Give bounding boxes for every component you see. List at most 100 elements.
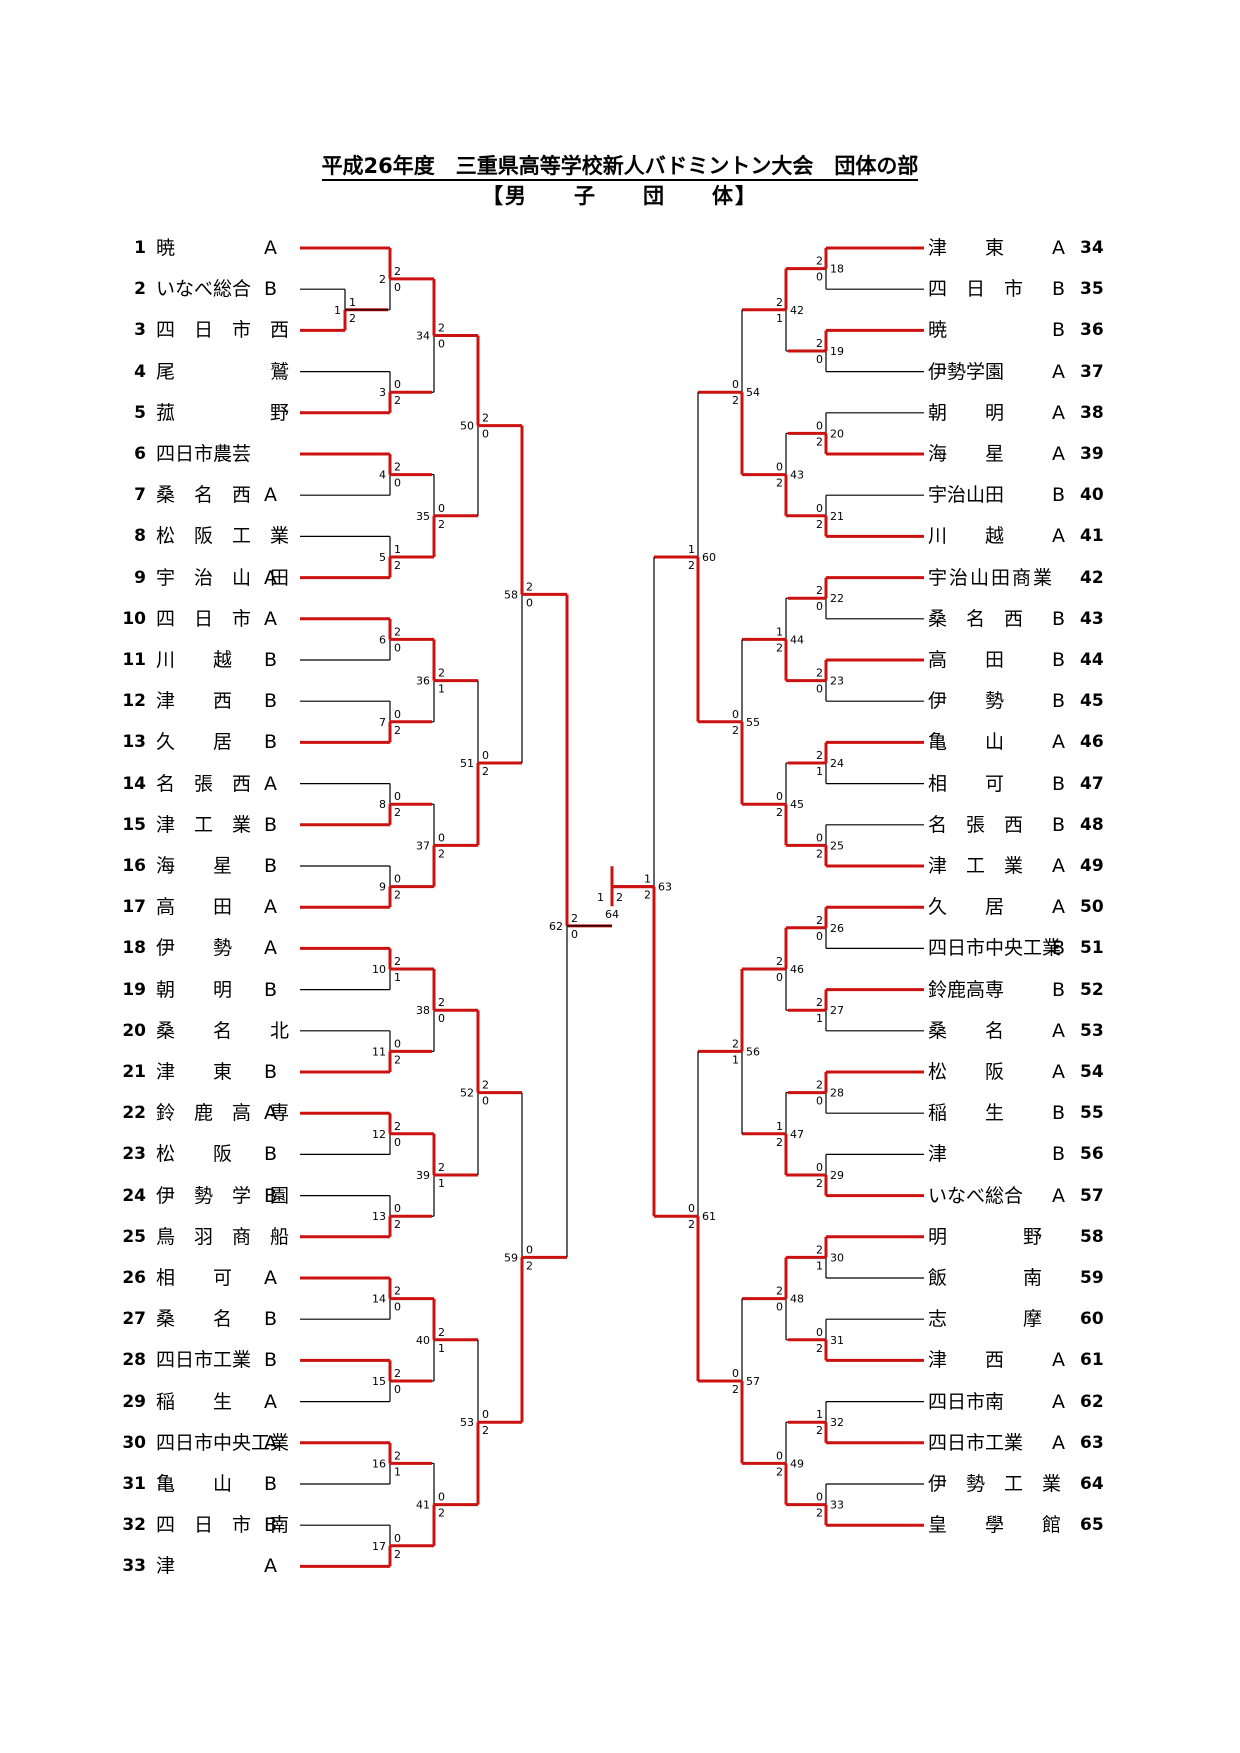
- match-number: 13: [372, 1210, 386, 1223]
- match-score-bottom: 2: [394, 724, 401, 737]
- match-score-top: 0: [482, 1408, 489, 1421]
- match-score-bottom: 2: [816, 847, 823, 860]
- seed-number: 64: [1080, 1474, 1104, 1494]
- match-score-top: 2: [482, 1079, 489, 1092]
- seed-number: 11: [122, 650, 146, 670]
- match-score-bottom: 2: [482, 765, 489, 778]
- match-score-bottom: 1: [816, 1259, 823, 1272]
- seed-number: 31: [122, 1474, 146, 1494]
- match-score-top: 2: [394, 1285, 401, 1298]
- match-score-bottom: 2: [349, 312, 356, 325]
- team-suffix: A: [264, 1431, 277, 1454]
- seed-number: 16: [122, 856, 146, 876]
- team-name: 四 日 市: [156, 607, 252, 630]
- team-suffix: A: [264, 1102, 277, 1125]
- match-number: 57: [746, 1375, 760, 1388]
- match-score-bottom: 2: [482, 1424, 489, 1437]
- match-score-bottom: 2: [438, 1507, 445, 1520]
- match-score-bottom: 2: [394, 806, 401, 819]
- team-name: 亀 山: [928, 731, 1005, 754]
- match-number: 18: [830, 263, 844, 276]
- team-suffix: B: [1052, 772, 1066, 795]
- team-suffix: B: [1052, 319, 1066, 342]
- match-score-bottom: 1: [394, 971, 401, 984]
- match-number: 3: [379, 386, 386, 399]
- seed-number: 45: [1080, 691, 1104, 712]
- team-name: 飯 南: [928, 1267, 1043, 1289]
- match-score-top: 0: [816, 1491, 823, 1504]
- match-score-top: 0: [816, 1326, 823, 1339]
- team-name: 桑 名 西: [156, 484, 252, 507]
- match-number: 60: [702, 551, 716, 564]
- team-name: 高 田: [928, 649, 1005, 671]
- seed-number: 13: [122, 732, 146, 753]
- match-score-top: 0: [732, 708, 739, 721]
- seed-number: 36: [1080, 320, 1104, 341]
- seed-number: 10: [122, 608, 146, 629]
- match-score-top: 0: [394, 873, 401, 886]
- match-score-top: 2: [438, 996, 445, 1009]
- match-score-top: 0: [688, 1202, 695, 1215]
- seed-number: 2: [134, 279, 146, 300]
- team-name: 伊勢学園: [928, 360, 1005, 383]
- match-score-bottom: 0: [482, 1095, 489, 1108]
- match-score-top: 2: [776, 296, 783, 309]
- team-name: 津 東: [928, 237, 1005, 259]
- match-score-top: 2: [816, 914, 823, 927]
- seed-number: 7: [134, 485, 146, 506]
- match-score-bottom: 1: [394, 1465, 401, 1478]
- match-number: 43: [790, 469, 804, 482]
- match-score-bottom: 2: [688, 559, 695, 572]
- match-score-top: 0: [394, 1202, 401, 1215]
- team-suffix: A: [264, 237, 277, 259]
- team-suffix: A: [1052, 1349, 1065, 1372]
- match-score-bottom: 2: [816, 435, 823, 448]
- match-number: 31: [830, 1334, 844, 1347]
- seed-number: 9: [134, 567, 146, 588]
- match-number: 29: [830, 1169, 844, 1182]
- match-score-bottom: 2: [438, 518, 445, 531]
- team-suffix: A: [264, 1555, 277, 1578]
- team-name: 稲 生: [156, 1390, 233, 1413]
- seed-number: 47: [1080, 773, 1104, 794]
- match-number: 49: [790, 1457, 804, 1470]
- team-suffix: B: [1052, 813, 1066, 836]
- match-score-bottom: 0: [394, 641, 401, 654]
- match-score-top: 1: [816, 1408, 823, 1421]
- seed-number: 42: [1080, 567, 1104, 588]
- team-suffix: A: [1052, 731, 1065, 754]
- match-number: 33: [830, 1499, 844, 1512]
- match-score-bottom: 2: [732, 1383, 739, 1396]
- team-name: 津 工 業: [156, 813, 252, 836]
- match-score-top: 2: [526, 580, 533, 593]
- match-score-bottom: 2: [776, 1136, 783, 1149]
- seed-number: 48: [1080, 814, 1104, 835]
- team-name: 高 田: [156, 896, 233, 919]
- team-name: 四 日 市 南: [156, 1514, 290, 1537]
- seed-number: 56: [1080, 1144, 1104, 1165]
- seed-number: 60: [1080, 1309, 1104, 1330]
- match-score-bottom: 2: [644, 889, 651, 902]
- match-number: 16: [372, 1457, 386, 1470]
- team-name: 菰 野: [156, 401, 290, 424]
- match-score-bottom: 1: [776, 312, 783, 325]
